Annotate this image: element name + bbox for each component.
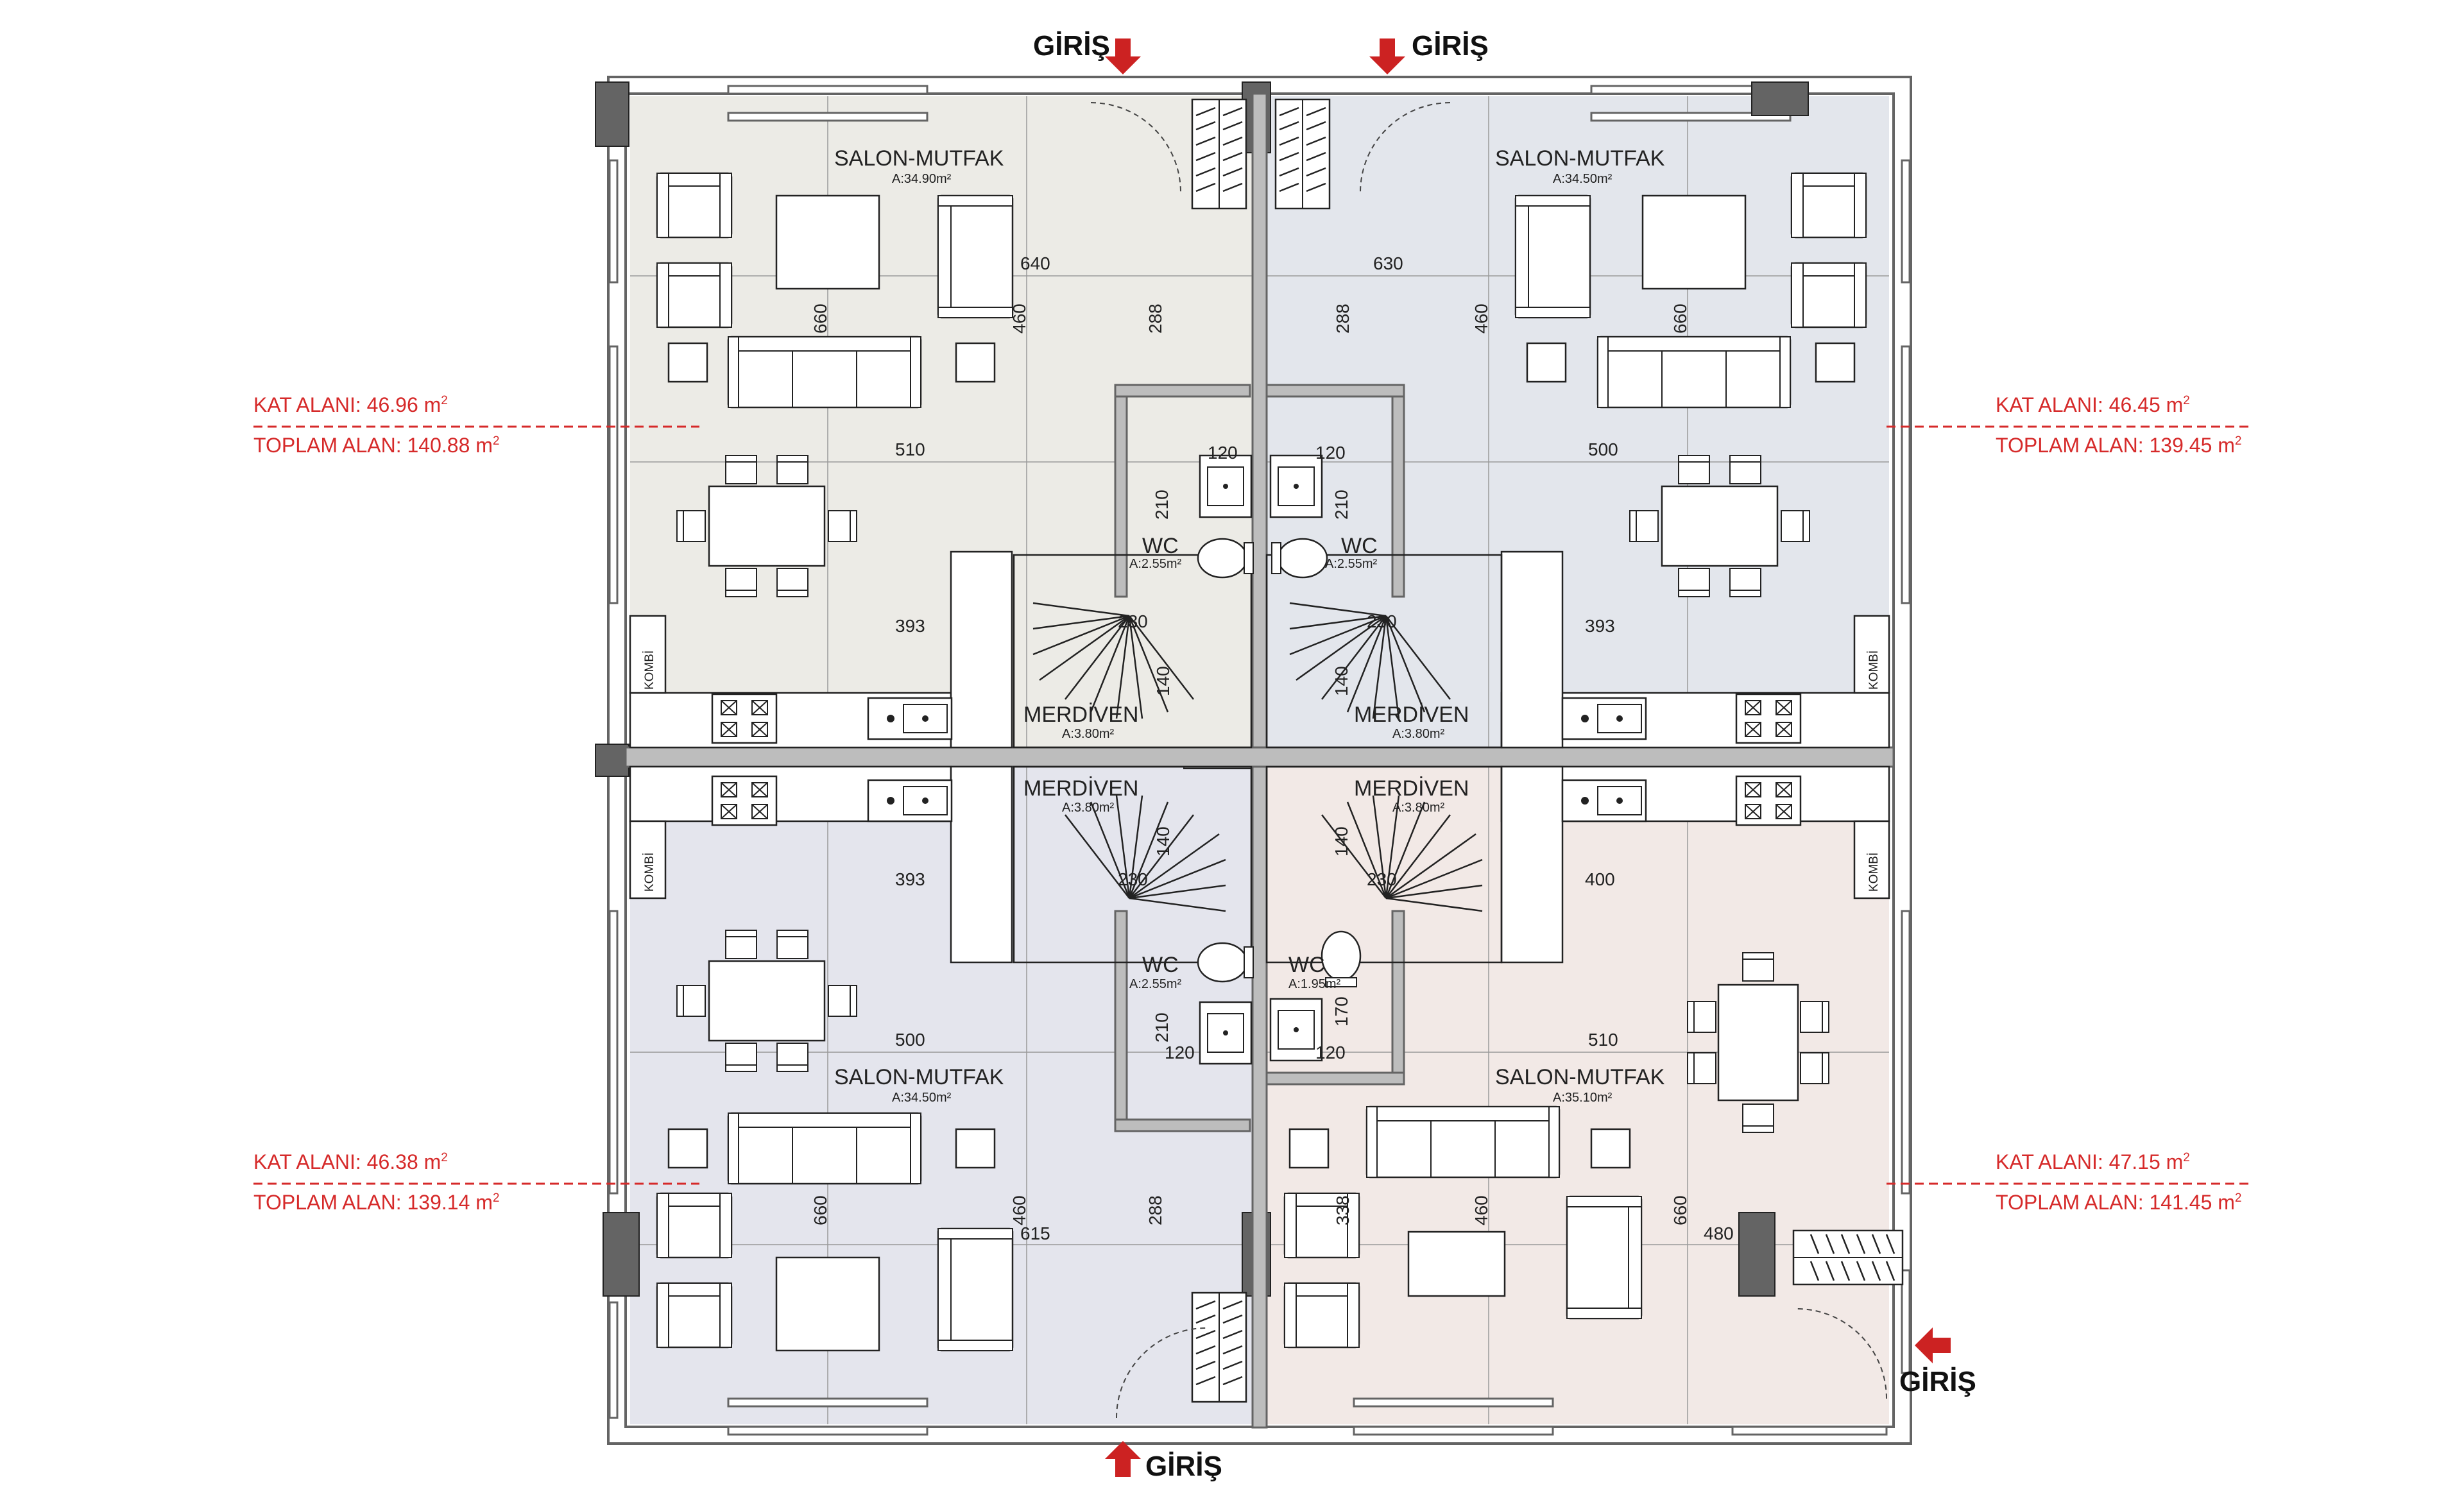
stairs-label-bottom-left: MERDİVEN [1023, 776, 1138, 801]
stairs-area-bottom-left: A:3.80m² [1062, 801, 1114, 815]
svg-text:393: 393 [895, 869, 925, 889]
stairs-area-bottom-right: A:3.80m² [1392, 801, 1444, 815]
svg-text:120: 120 [1315, 1043, 1346, 1062]
svg-text:460: 460 [1009, 1195, 1029, 1225]
svg-text:140: 140 [1153, 826, 1173, 857]
svg-text:393: 393 [1585, 616, 1615, 636]
stairs-label-bottom-right: MERDİVEN [1354, 776, 1469, 801]
room-area-top-left: A:34.90m² [892, 172, 952, 186]
stairs [1013, 554, 1503, 964]
svg-text:288: 288 [1333, 303, 1353, 334]
room-name-top-left: SALON-MUTFAK [834, 146, 1004, 171]
wc-bottom-left: WC [1142, 953, 1179, 977]
svg-text:510: 510 [895, 439, 925, 459]
stairs-label-top-right: MERDİVEN [1354, 703, 1469, 727]
entrance-label-right: GİRİŞ [1899, 1366, 1976, 1397]
svg-text:230: 230 [1367, 611, 1397, 631]
room-area-bottom-left: A:34.50m² [892, 1091, 952, 1105]
arrow-down-icon [1105, 38, 1141, 74]
svg-text:210: 210 [1152, 1012, 1172, 1043]
svg-text:510: 510 [1588, 1030, 1618, 1050]
kombi-bottom-right: KOMBİ [1867, 853, 1881, 892]
toplam-alan-top-left: TOPLAM ALAN: 140.88 m2 [253, 434, 500, 457]
svg-text:120: 120 [1208, 443, 1238, 463]
svg-text:140: 140 [1331, 666, 1351, 696]
svg-text:460: 460 [1471, 303, 1491, 334]
arrow-up-icon [1105, 1441, 1141, 1477]
kombi-bottom-left: KOMBİ [643, 853, 656, 892]
wc-area-top-right: A:2.55m² [1325, 557, 1377, 571]
furniture-top-left [656, 172, 1014, 597]
kat-alani-top-left: KAT ALANI: 46.96 m2 [253, 393, 448, 416]
wc-bottom-right: WC [1288, 953, 1325, 977]
toplam-alan-bottom-left: TOPLAM ALAN: 139.14 m2 [253, 1191, 500, 1214]
toplam-alan-top-right: TOPLAM ALAN: 139.45 m2 [1996, 434, 2242, 457]
svg-text:615: 615 [1020, 1223, 1050, 1243]
svg-text:393: 393 [895, 616, 925, 636]
kat-alani-bottom-left: KAT ALANI: 46.38 m2 [253, 1150, 448, 1173]
svg-text:500: 500 [895, 1030, 925, 1050]
svg-text:660: 660 [810, 303, 830, 334]
area-annotations: KAT ALANI: 46.96 m2 TOPLAM ALAN: 140.88 … [253, 393, 2252, 1214]
room-name-bottom-left: SALON-MUTFAK [834, 1065, 1004, 1089]
stairs-area-top-left: A:3.80m² [1062, 727, 1114, 741]
svg-text:230: 230 [1367, 869, 1397, 889]
stairs-area-top-right: A:3.80m² [1392, 727, 1444, 741]
svg-text:140: 140 [1153, 666, 1173, 696]
svg-text:660: 660 [1670, 1195, 1690, 1225]
svg-text:480: 480 [1704, 1223, 1734, 1243]
wc-top-left: WC [1142, 534, 1179, 558]
arrow-left-icon [1915, 1327, 1951, 1363]
entrances: GİRİŞ GİRİŞ GİRİŞ GİRİŞ [1033, 30, 1976, 1482]
svg-text:170: 170 [1331, 996, 1351, 1027]
svg-text:140: 140 [1331, 826, 1351, 857]
svg-text:230: 230 [1118, 611, 1148, 631]
svg-text:660: 660 [1670, 303, 1690, 334]
furniture-bottom-right [1283, 953, 1829, 1349]
kat-alani-top-right: KAT ALANI: 46.45 m2 [1996, 393, 2190, 416]
svg-text:400: 400 [1585, 869, 1615, 889]
room-area-top-right: A:34.50m² [1553, 172, 1613, 186]
svg-text:630: 630 [1373, 253, 1403, 273]
interior-walls [624, 92, 1895, 1429]
svg-text:660: 660 [810, 1195, 830, 1225]
svg-text:460: 460 [1009, 303, 1029, 334]
svg-text:640: 640 [1020, 253, 1050, 273]
entrance-label-bottom: GİRİŞ [1145, 1451, 1222, 1482]
svg-text:230: 230 [1118, 869, 1148, 889]
svg-text:288: 288 [1145, 303, 1165, 334]
entrance-label-top-left: GİRİŞ [1033, 30, 1110, 62]
room-area-bottom-right: A:35.10m² [1553, 1091, 1613, 1105]
svg-text:120: 120 [1315, 443, 1346, 463]
toplam-alan-bottom-right: TOPLAM ALAN: 141.45 m2 [1996, 1191, 2242, 1214]
kombi-top-right: KOMBİ [1867, 651, 1881, 690]
svg-text:120: 120 [1165, 1043, 1195, 1062]
kombi-top-left: KOMBİ [643, 651, 656, 690]
wc-area-bottom-left: A:2.55m² [1129, 977, 1181, 991]
furniture-top-right [1514, 172, 1867, 597]
svg-text:210: 210 [1152, 490, 1172, 520]
svg-text:288: 288 [1145, 1195, 1165, 1225]
dimension-labels: 640 660 460 288 510 393 120 210 230 140 … [810, 253, 1734, 1243]
wc-top-right: WC [1341, 534, 1378, 558]
kat-alani-bottom-right: KAT ALANI: 47.15 m2 [1996, 1150, 2190, 1173]
svg-text:338: 338 [1333, 1195, 1353, 1225]
svg-text:500: 500 [1588, 439, 1618, 459]
stairs-label-top-left: MERDİVEN [1023, 703, 1138, 727]
svg-text:210: 210 [1331, 490, 1351, 520]
room-name-top-right: SALON-MUTFAK [1495, 146, 1665, 171]
room-labels: SALON-MUTFAK A:34.90m² SALON-MUTFAK A:34… [643, 146, 1881, 1105]
windows [608, 85, 1911, 1436]
arrow-down-icon [1369, 38, 1405, 74]
wc-area-bottom-right: A:1.95m² [1288, 977, 1340, 991]
furniture-bottom-left [656, 930, 1014, 1352]
room-name-bottom-right: SALON-MUTFAK [1495, 1065, 1665, 1089]
wc-area-top-left: A:2.55m² [1129, 557, 1181, 571]
entrance-label-top-right: GİRİŞ [1412, 30, 1489, 62]
svg-text:460: 460 [1471, 1195, 1491, 1225]
doors [1090, 102, 1887, 1419]
